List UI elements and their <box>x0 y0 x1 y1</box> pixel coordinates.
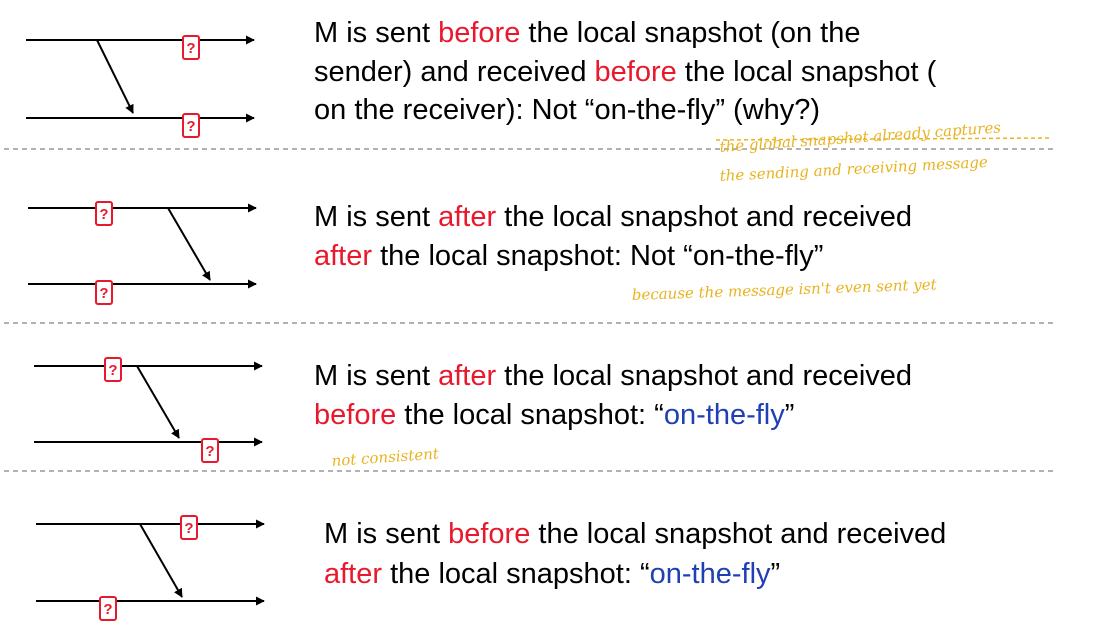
message-arrow <box>139 523 183 598</box>
svg-text:?: ? <box>186 40 195 57</box>
case-3-line-1: M is sent after the local snapshot and r… <box>314 360 913 392</box>
case-4-diagram: ? ? <box>36 515 265 621</box>
on-the-fly-term: on-the-fly <box>649 558 771 590</box>
svg-text:?: ? <box>99 285 108 302</box>
case-1-line-2: sender) and received before the local sn… <box>314 56 937 88</box>
case-1-line-3: on the receiver): Not “on-the-fly” (why?… <box>314 94 821 126</box>
case-1-line-1: M is sent before the local snapshot (on … <box>314 17 861 49</box>
message-arrow <box>167 207 211 281</box>
snapshot-marker: ? <box>182 35 200 60</box>
case-1-diagram: ? ? <box>26 35 255 138</box>
svg-text:?: ? <box>205 443 214 460</box>
case-2-line-1: M is sent after the local snapshot and r… <box>314 201 913 233</box>
svg-text:?: ? <box>184 520 193 537</box>
snapshot-marker: ? <box>99 596 117 621</box>
emphasis-word: after <box>324 558 383 590</box>
svg-text:?: ? <box>186 118 195 135</box>
snapshot-marker: ? <box>104 357 122 382</box>
emphasis-word: after <box>438 360 497 392</box>
emphasis-word: before <box>314 399 397 431</box>
emphasis-word: before <box>594 56 677 88</box>
case-4-line-2: after the local snapshot: “on-the-fly” <box>324 558 781 590</box>
on-the-fly-term: on-the-fly <box>663 399 785 431</box>
message-arrow <box>96 39 134 114</box>
svg-text:?: ? <box>99 206 108 223</box>
handwritten-note: the sending and receiving message <box>719 153 988 185</box>
case-3-line-2: before the local snapshot: “on-the-fly” <box>314 399 795 431</box>
snapshot-marker: ? <box>180 515 198 540</box>
svg-text:?: ? <box>108 362 117 379</box>
snapshot-marker: ? <box>95 280 113 305</box>
emphasis-word: after <box>438 201 497 233</box>
case-4-line-1: M is sent before the local snapshot and … <box>324 518 947 550</box>
case-3-diagram: ? ? <box>34 357 263 463</box>
svg-text:?: ? <box>103 601 112 618</box>
snapshot-marker: ? <box>201 438 219 463</box>
emphasis-word: before <box>448 518 531 550</box>
snapshot-marker: ? <box>182 113 200 138</box>
emphasis-word: before <box>438 17 521 49</box>
handwritten-note: because the message isn't even sent yet <box>632 275 938 304</box>
case-2-diagram: ? ? <box>28 201 257 305</box>
handwritten-note: not consistent <box>331 444 440 470</box>
message-arrow <box>136 365 180 439</box>
case-2-line-2: after the local snapshot: Not “on-the-fl… <box>314 240 824 272</box>
snapshot-marker: ? <box>95 201 113 226</box>
emphasis-word: after <box>314 240 373 272</box>
